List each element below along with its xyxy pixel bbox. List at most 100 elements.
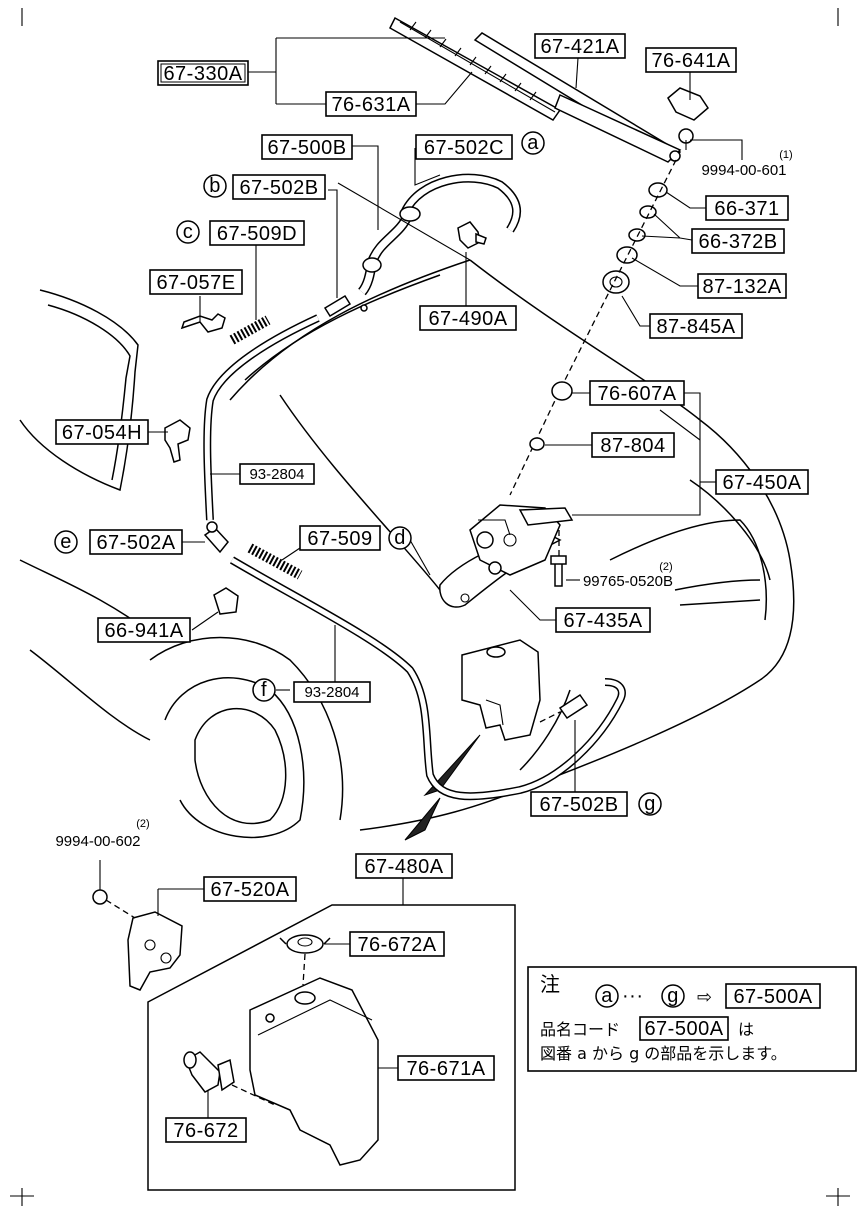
svg-text:b: b xyxy=(209,175,221,197)
motor-bolt xyxy=(550,555,567,587)
label-66-941A: 66-941A xyxy=(97,617,191,643)
note-target: 67-500A xyxy=(733,986,812,1008)
label-9994-00-601: (1) 9994-00-601 xyxy=(701,149,792,179)
svg-text:c: c xyxy=(183,221,194,243)
svg-text:93-2804: 93-2804 xyxy=(249,466,304,483)
svg-text:67-054H: 67-054H xyxy=(62,422,142,444)
ref-circle-f: f xyxy=(252,678,276,702)
svg-text:67-057E: 67-057E xyxy=(156,272,235,294)
label-87-845A: 87-845A xyxy=(649,313,743,339)
svg-text:66-372B: 66-372B xyxy=(698,231,777,253)
svg-text:67-421A: 67-421A xyxy=(540,36,619,58)
svg-text:67-502A: 67-502A xyxy=(96,532,175,554)
label-67-490A: 67-490A xyxy=(419,305,517,331)
label-67-502C: 67-502C xyxy=(415,134,513,160)
label-76-631A: 76-631A xyxy=(325,91,417,117)
svg-text:76-672: 76-672 xyxy=(173,1120,238,1142)
pump-dash xyxy=(231,1084,276,1106)
svg-text:67-450A: 67-450A xyxy=(722,472,801,494)
svg-text:d: d xyxy=(394,527,406,549)
ref-circle-g: g xyxy=(638,792,662,816)
wiper-pivot-cap xyxy=(667,87,709,121)
svg-text:(2): (2) xyxy=(659,561,672,573)
wiper-motor-assembly xyxy=(439,504,574,608)
label-67-480A: 67-480A xyxy=(355,853,453,879)
svg-text:67-330A: 67-330A xyxy=(163,63,242,85)
svg-text:(2): (2) xyxy=(136,818,149,830)
wiper-arm xyxy=(473,32,682,163)
note-range-to: g xyxy=(667,985,679,1007)
svg-text:67-502B: 67-502B xyxy=(239,177,318,199)
hose-joint xyxy=(203,521,229,554)
svg-text:67-480A: 67-480A xyxy=(364,856,443,878)
small-part xyxy=(360,304,368,312)
hose-clip xyxy=(180,313,226,333)
label-93-2804-b: 93-2804 xyxy=(293,681,371,703)
label-99765-0520B: (2) 99765-0520B xyxy=(583,561,673,590)
svg-text:67-502B: 67-502B xyxy=(539,794,618,816)
label-67-509: 67-509 xyxy=(299,525,381,551)
note-line2: 図番 a から g の部品を示します。 xyxy=(540,1044,787,1063)
label-76-672A: 76-672A xyxy=(349,931,445,957)
label-67-502B-top: 67-502B xyxy=(232,174,326,200)
note-line1-post: は xyxy=(738,1020,754,1039)
svg-text:76-631A: 76-631A xyxy=(331,94,410,116)
svg-text:67-520A: 67-520A xyxy=(210,879,289,901)
svg-text:76-641A: 76-641A xyxy=(651,50,730,72)
label-76-672: 76-672 xyxy=(165,1117,247,1143)
label-67-500B: 67-500B xyxy=(261,134,353,160)
label-87-804: 87-804 xyxy=(591,432,675,458)
note-range-from: a xyxy=(601,985,613,1007)
svg-text:f: f xyxy=(261,679,267,701)
connector-dash xyxy=(539,711,561,723)
bracket-dash xyxy=(105,899,136,919)
label-9994-00-602: (2) 9994-00-602 xyxy=(55,818,149,850)
hose-clamp xyxy=(362,257,382,273)
label-67-502A: 67-502A xyxy=(89,529,183,555)
svg-text:87-845A: 87-845A xyxy=(656,316,735,338)
note-title: 注 xyxy=(540,972,560,996)
ref-circle-d: d xyxy=(388,526,412,550)
svg-text:67-502C: 67-502C xyxy=(424,137,504,159)
wiper-blade xyxy=(389,16,562,121)
label-67-509D: 67-509D xyxy=(209,220,305,246)
svg-text:a: a xyxy=(527,132,539,154)
svg-text:66-941A: 66-941A xyxy=(104,620,183,642)
reservoir-cap xyxy=(279,934,331,954)
label-76-607A: 76-607A xyxy=(589,380,685,406)
label-67-057E: 67-057E xyxy=(149,269,243,295)
svg-text:(1): (1) xyxy=(779,149,792,161)
svg-text:87-804: 87-804 xyxy=(600,435,665,457)
linkage-bushing xyxy=(551,381,573,401)
svg-text:67-490A: 67-490A xyxy=(428,308,507,330)
pointer-wedge xyxy=(423,734,481,797)
label-93-2804-a: 93-2804 xyxy=(239,463,315,485)
svg-text:67-509: 67-509 xyxy=(307,528,372,550)
svg-text:99765-0520B: 99765-0520B xyxy=(583,573,673,590)
spring-hose-lower xyxy=(247,543,303,580)
hose-connector-lower xyxy=(558,693,589,720)
svg-text:g: g xyxy=(644,793,656,815)
label-67-435A: 67-435A xyxy=(555,607,651,633)
cap-dash xyxy=(302,953,306,986)
label-67-450A: 67-450A xyxy=(715,469,809,495)
ref-circle-c: c xyxy=(176,220,200,244)
linkage-nut xyxy=(529,437,545,451)
label-67-520A: 67-520A xyxy=(203,876,297,902)
hose-connector xyxy=(323,294,352,318)
ref-circle-a: a xyxy=(521,131,545,155)
grommet xyxy=(213,587,239,615)
ref-circle-e: e xyxy=(54,530,78,554)
svg-text:93-2804: 93-2804 xyxy=(304,684,359,701)
svg-text:76-607A: 76-607A xyxy=(597,383,676,405)
svg-text:9994-00-602: 9994-00-602 xyxy=(55,833,140,850)
label-76-641A: 76-641A xyxy=(645,47,737,73)
bracket-nut xyxy=(92,889,108,905)
label-76-671A: 76-671A xyxy=(397,1055,495,1081)
svg-text:67-435A: 67-435A xyxy=(563,610,642,632)
pivot-washers xyxy=(602,182,668,294)
label-67-502B-bottom: 67-502B xyxy=(530,791,628,817)
note-arrow: ⇨ xyxy=(697,987,712,1008)
hose-clamp xyxy=(399,206,421,222)
